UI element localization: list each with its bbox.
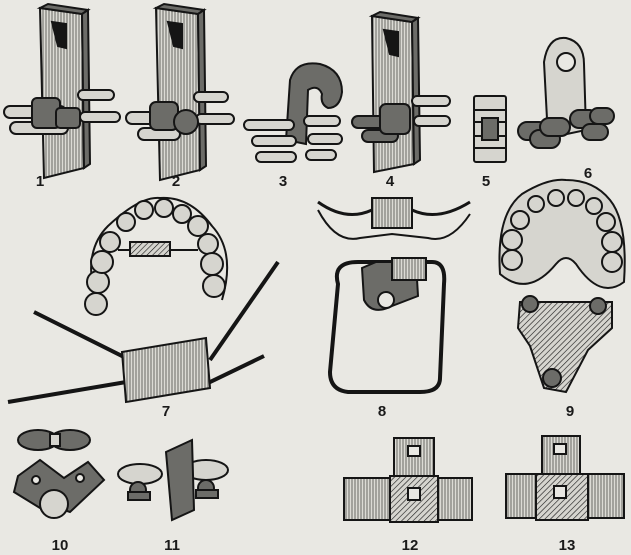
appliance-5	[473, 95, 507, 163]
figure-number-4: 4	[385, 173, 395, 190]
appliance-6	[517, 36, 615, 149]
figure-number-7: 7	[161, 403, 171, 420]
figure-number-13: 13	[558, 537, 576, 554]
appliance-2	[125, 2, 235, 182]
appliance-8	[317, 197, 471, 394]
figure-number-8: 8	[377, 403, 387, 420]
figure-number-6: 6	[583, 165, 593, 182]
figure-number-1: 1	[35, 173, 45, 190]
figure-number-12: 12	[401, 537, 419, 554]
appliance-3	[243, 62, 344, 163]
figure-number-3: 3	[278, 173, 288, 190]
figure-number-2: 2	[171, 173, 181, 190]
appliance-12	[343, 437, 473, 523]
appliance-13	[505, 435, 625, 521]
appliance-7	[7, 196, 280, 404]
appliance-1	[3, 2, 121, 180]
appliance-4	[351, 10, 451, 174]
figure-number-10: 10	[51, 537, 69, 554]
figure-number-9: 9	[565, 403, 575, 420]
appliance-11	[117, 438, 229, 522]
appliance-10	[12, 429, 106, 519]
figure-number-11: 11	[164, 537, 180, 554]
figure-number-5: 5	[481, 173, 491, 190]
appliance-9	[498, 178, 626, 394]
